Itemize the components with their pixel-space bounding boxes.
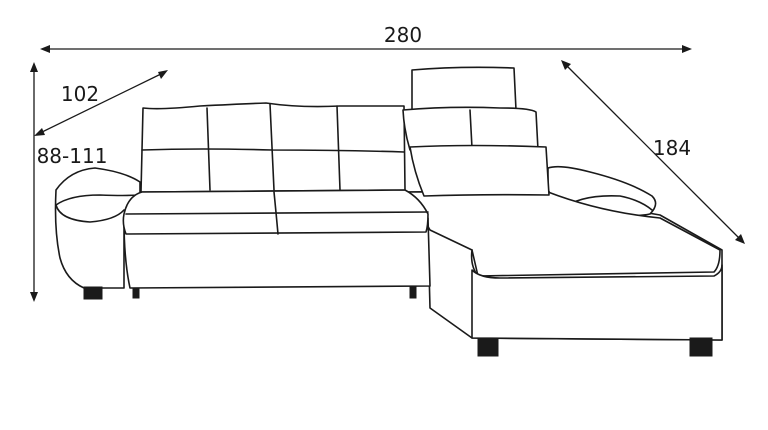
throw-pillow [409,144,550,197]
width-label: 280 [384,23,422,47]
chaise-label: 184 [653,136,691,160]
seat-cushion-edge [125,211,429,215]
width-arrow-left-icon [40,45,50,53]
height-arrow-bottom-icon [30,292,38,302]
seat-cushion-divider [273,191,279,235]
back-cushion-seam [206,107,211,191]
sofa-leg [83,286,103,300]
depth-dimension: 102 [34,70,168,136]
sofa-leg [477,337,499,357]
chaise-dimension-line [564,63,742,241]
depth-dimension-line [37,71,166,135]
sofa-drawing [54,66,723,357]
depth-label: 102 [61,82,99,106]
chaise-arrow-start-icon [561,60,571,70]
height-arrow-top-icon [30,62,38,72]
back-cushion-seam [336,105,341,191]
height-label: 88-111 [37,144,108,168]
height-dimension: 88-111 [30,62,107,302]
depth-arrow-start-icon [34,128,45,136]
chaise-back-seam [469,109,473,149]
sofa-leg [689,337,713,357]
chaise-seat-edge [471,249,479,277]
depth-arrow-end-icon [158,70,168,79]
chaise-dimension: 184 [561,60,745,244]
chaise-base [471,264,723,341]
left-armrest-top [55,194,141,206]
left-armrest-roll [55,204,125,223]
width-arrow-right-icon [682,45,692,53]
chaise-arrow-end-icon [735,234,745,244]
headrest [411,66,517,111]
width-dimension: 280 [40,23,692,53]
back-cushion-seam [269,103,275,191]
